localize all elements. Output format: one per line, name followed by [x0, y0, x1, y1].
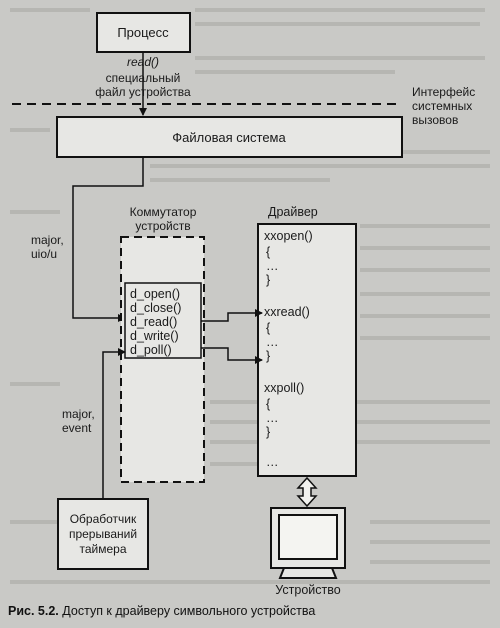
- switch-entry: d_write(): [130, 329, 179, 343]
- driver-function: xxpoll(): [264, 381, 304, 395]
- arrow-read-to-xxread: [201, 309, 263, 322]
- device-label: Устройство: [275, 583, 340, 597]
- driver-code: xxopen(){…}xxread(){…}xxpoll(){…}…: [264, 229, 313, 469]
- switch-entry-box: [124, 282, 202, 359]
- driver-function: xxread(): [264, 305, 310, 319]
- syscall-label-3: вызовов: [412, 113, 458, 127]
- driver-code-line: }: [266, 273, 270, 287]
- driver-code-line: {: [266, 397, 270, 411]
- driver-function: xxopen(): [264, 229, 313, 243]
- switch-entry: d_read(): [130, 315, 177, 329]
- driver-title: Драйвер: [268, 205, 318, 219]
- diagram-svg: Процесс read() специальный файл устройст…: [12, 12, 475, 597]
- driver-code-line: …: [266, 259, 279, 273]
- interrupt-handler-box: Обработчик прерываний таймера: [57, 498, 149, 570]
- special-file-label-1: специальный: [106, 71, 181, 85]
- read-call-label: read(): [127, 55, 159, 69]
- major-uio-label-2: uio/u: [31, 247, 57, 261]
- driver-code-line: }: [266, 425, 270, 439]
- arrow-handler-to-switch: [102, 348, 126, 499]
- caption-number: Рис. 5.2.: [8, 604, 59, 618]
- switch-entry: d_poll(): [130, 343, 172, 357]
- switch-entry: d_open(): [130, 287, 180, 301]
- process-box: Процесс: [96, 12, 191, 53]
- driver-box: [257, 223, 357, 477]
- filesystem-box: Файловая система: [56, 116, 403, 158]
- major-event-label-2: event: [62, 421, 92, 435]
- driver-code-line: }: [266, 349, 270, 363]
- driver-code-line: …: [266, 411, 279, 425]
- syscall-label-2: системных: [412, 99, 472, 113]
- driver-device-double-arrow: [296, 476, 318, 508]
- arrow-poll-to-xxpoll: [201, 347, 263, 364]
- driver-code-line: …: [266, 335, 279, 349]
- special-file-label-2: файл устройства: [95, 85, 191, 99]
- driver-code-line: {: [266, 245, 270, 259]
- major-uio-label-1: major,: [31, 233, 64, 247]
- arrow-fs-to-switch: [72, 157, 144, 322]
- switch-box: [120, 236, 205, 483]
- caption-text: Доступ к драйверу символьного устройства: [62, 604, 316, 618]
- driver-code-line: …: [266, 455, 279, 469]
- handler-label-1: Обработчик: [70, 512, 137, 526]
- switch-title-2: устройств: [135, 219, 190, 233]
- handler-label-2: прерываний: [69, 527, 137, 541]
- switch-title-1: Коммутатор: [130, 205, 197, 219]
- driver-code-line: {: [266, 321, 270, 335]
- device-monitor-icon: [270, 507, 346, 579]
- figure-caption: Рис. 5.2. Доступ к драйверу символьного …: [8, 604, 492, 618]
- syscall-label-1: Интерфейс: [412, 85, 475, 99]
- switch-entry: d_close(): [130, 301, 181, 315]
- filesystem-label: Файловая система: [172, 130, 286, 145]
- process-label: Процесс: [117, 25, 169, 40]
- switch-entries: d_open()d_close()d_read()d_write()d_poll…: [130, 287, 181, 357]
- major-event-label-1: major,: [62, 407, 95, 421]
- handler-label-3: таймера: [79, 542, 126, 556]
